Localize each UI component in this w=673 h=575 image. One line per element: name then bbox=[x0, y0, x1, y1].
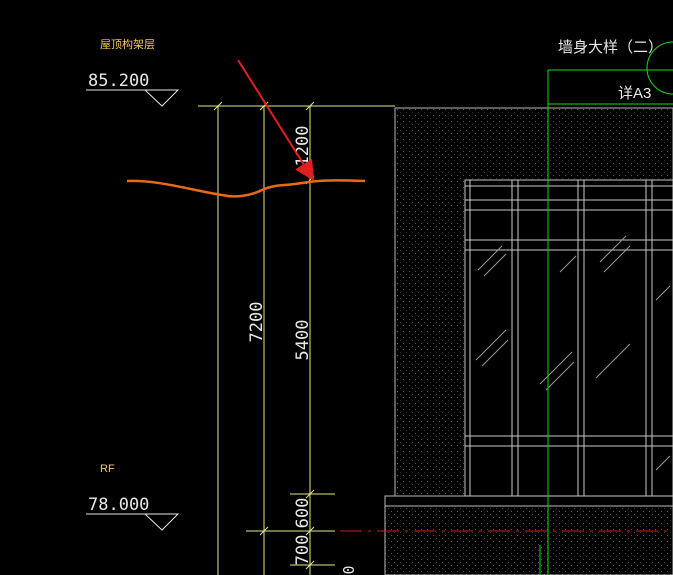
dim-text-low: 600 bbox=[293, 498, 313, 529]
level-marker-roof: 屋顶构架层 85.200 bbox=[86, 37, 180, 107]
dim-text-bottom: 700 bbox=[293, 535, 313, 566]
level-elevation-roof: 85.200 bbox=[88, 71, 149, 91]
level-elevation-rf: 78.000 bbox=[88, 495, 149, 515]
level-marker-rf: RF 78.000 bbox=[86, 463, 180, 531]
dimension-lines bbox=[198, 101, 395, 575]
dim-text-top: 1200 bbox=[293, 126, 313, 167]
level-name-rf: RF bbox=[100, 463, 115, 475]
level-name-roof: 屋顶构架层 bbox=[100, 37, 155, 51]
grid-line bbox=[539, 41, 673, 575]
drawing-title: 墙身大样（二） bbox=[558, 39, 663, 56]
detail-reference: 详A3 bbox=[618, 85, 651, 102]
curtain-wall-glazing bbox=[464, 179, 673, 497]
dim-text-zero: 0 bbox=[340, 565, 358, 574]
annotation-arrow bbox=[237, 59, 315, 182]
dim-text-outer: 7200 bbox=[247, 302, 267, 343]
break-line bbox=[126, 179, 366, 198]
dim-text-mid: 5400 bbox=[293, 320, 313, 361]
